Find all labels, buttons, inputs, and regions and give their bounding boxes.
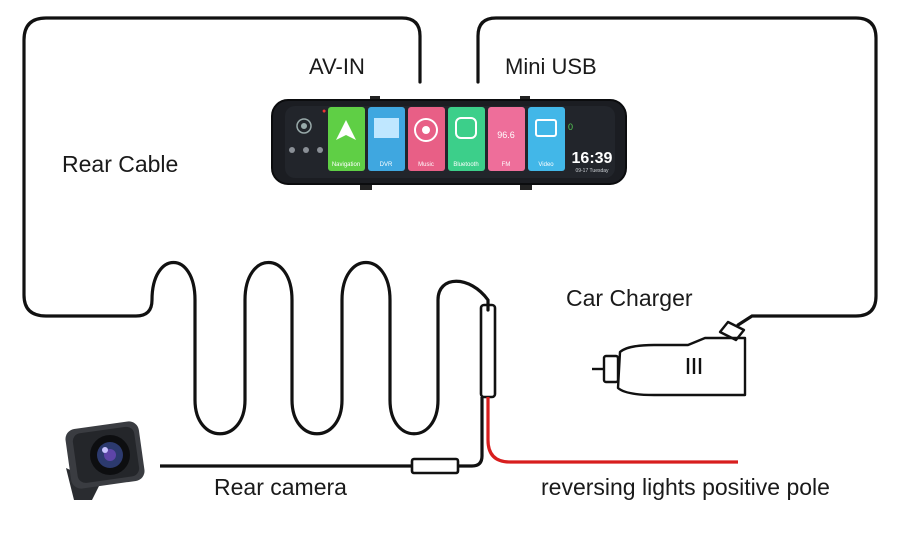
app-label-music: Music: [418, 162, 434, 168]
app-label-bluetooth: Bluetooth: [453, 162, 478, 168]
app-label-video: Video: [538, 162, 554, 168]
mirror-clock: 16:39: [572, 150, 613, 167]
svg-text:0: 0: [568, 122, 573, 132]
rear-cable-label: Rear Cable: [62, 151, 179, 177]
svg-text:●: ●: [322, 108, 326, 115]
phone-icon: [455, 117, 477, 139]
navigation-icon: [336, 120, 356, 140]
video-icon: [535, 119, 557, 137]
mini-usb-wire: [476, 16, 878, 327]
app-label-navigation: Navigation: [332, 162, 360, 168]
music-icon: [414, 118, 438, 142]
dvr-icon: [374, 118, 399, 138]
app-tile-fm: [488, 107, 525, 171]
av-in-label: AV-IN: [309, 54, 365, 79]
car-charger-label: Car Charger: [566, 285, 693, 311]
app-tile-navigation: [328, 107, 365, 171]
reversing-positive-wire: [486, 397, 738, 464]
mirror-app-tiles: [328, 107, 565, 171]
reversing-lights-label: reversing lights positive pole: [541, 474, 830, 500]
rear-camera-label: Rear camera: [214, 474, 347, 500]
app-label-fm: FM: [502, 162, 511, 168]
car-charger-icon: [592, 320, 747, 397]
mini-usb-label: Mini USB: [505, 54, 597, 79]
app-label-dvr: DVR: [380, 162, 393, 168]
fm-frequency: 96.6: [497, 130, 515, 140]
rear-cable-wire: [22, 16, 490, 436]
rear-camera-icon: [65, 421, 145, 500]
camera-connector: [410, 457, 460, 475]
junction-tube: [479, 303, 497, 399]
mirror-date: 09-17 Tuesday: [575, 168, 609, 174]
